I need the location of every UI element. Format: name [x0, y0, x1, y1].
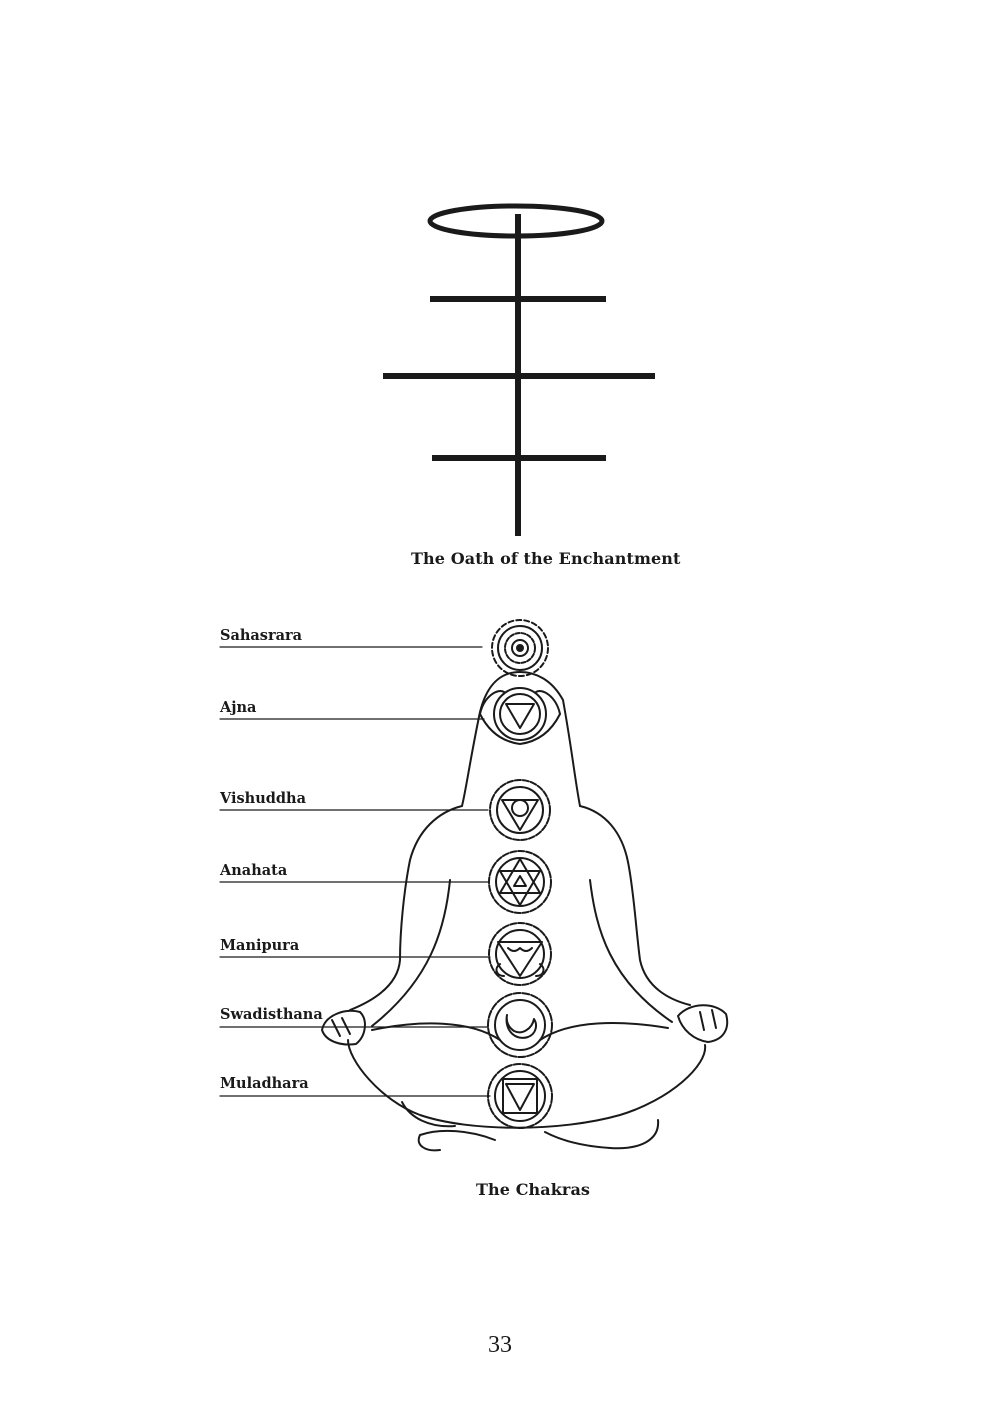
anahata-symbol [488, 850, 552, 914]
oath-caption: The Oath of the Enchantment [411, 549, 681, 568]
chakra-label-manipura: Manipura [220, 937, 300, 954]
sahasrara-symbol [491, 619, 549, 677]
chakra-label-ajna: Ajna [220, 699, 257, 716]
chakra-label-swadisthana: Swadisthana [220, 1006, 323, 1023]
left-hand [321, 1010, 366, 1046]
manipura-symbol [488, 922, 552, 986]
vishuddha-symbol [489, 779, 551, 841]
right-hand [677, 1004, 729, 1043]
chakra-figure [219, 619, 729, 1152]
chakras-caption: The Chakras [476, 1180, 591, 1199]
chakra-leader-lines [219, 646, 491, 1097]
ajna-symbol [479, 687, 561, 745]
chakra-label-anahata: Anahata [220, 862, 288, 879]
chakra-label-sahasrara: Sahasrara [220, 627, 303, 644]
muladhara-symbol [487, 1063, 553, 1129]
page-number: 33 [488, 1332, 512, 1358]
swadisthana-symbol [487, 992, 553, 1058]
chakra-label-vishuddha: Vishuddha [220, 790, 306, 807]
chakra-label-muladhara: Muladhara [220, 1075, 309, 1092]
oath-sigil [383, 203, 655, 536]
